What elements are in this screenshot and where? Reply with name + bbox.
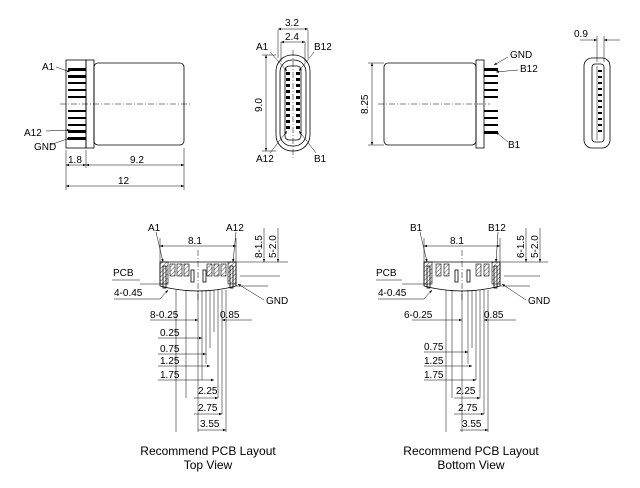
pcb-bottom-dim-2-25: 2.25	[456, 386, 476, 397]
side-bottom-gnd-label: GND	[510, 50, 532, 61]
side-top-pins	[68, 68, 86, 140]
dim-9-2: 9.2	[130, 155, 144, 166]
pcb-bottom-dim-1-25: 1.25	[424, 356, 444, 367]
pcb-top-dim-3-55: 3.55	[200, 419, 220, 430]
pcb-bottom-gnd-label: GND	[528, 296, 550, 307]
pcb-top-dim-8-0-25: 8-0.25	[150, 310, 179, 321]
pcb-top-a1-label: A1	[148, 223, 161, 234]
side-top-a1-label: A1	[42, 62, 55, 73]
side-bottom-pins	[484, 68, 498, 134]
pcb-top-gnd-label: GND	[266, 296, 288, 307]
pcb-top-dim-0-85: 0.85	[220, 310, 240, 321]
front-contacts	[286, 72, 300, 129]
dim-3-2: 3.2	[285, 18, 299, 29]
pcb-bottom-caption-line2: Bottom View	[437, 458, 504, 472]
pcb-bottom-pcb-label: PCB	[376, 268, 397, 279]
pcb-top-dim-4-0-45: 4-0.45	[114, 288, 143, 299]
pcb-top-caption-line2: Top View	[184, 458, 233, 472]
side-bottom-b12-label: B12	[520, 64, 538, 75]
pcb-top-dim-8-1-5: 8-1.5	[254, 235, 265, 258]
side-view-bottom: GND B12 B1 8.25	[360, 50, 538, 151]
pcb-top-a12-label: A12	[226, 223, 244, 234]
pcb-bottom-dim-2-75: 2.75	[458, 403, 478, 414]
end-view: 0.9	[574, 29, 620, 149]
pcb-top-dim-2-25: 2.25	[198, 386, 218, 397]
pcb-bottom-caption-line1: Recommend PCB Layout	[403, 444, 539, 458]
pcb-bottom-dim-3-55: 3.55	[462, 419, 482, 430]
pcb-top-dim-5-2-0: 5-2.0	[268, 235, 279, 258]
side-view-top: A1 A12 GND 1.8 9.2 12	[24, 59, 190, 190]
dim-0-9: 0.9	[574, 29, 588, 40]
side-bottom-b1-label: B1	[508, 140, 521, 151]
pcb-bottom-dim-5-2-0: 5-2.0	[530, 235, 541, 258]
pcb-top-view: 8.1 A1 A12 8-1.5 5-2.0 PCB 4-0.45 GND	[112, 223, 288, 472]
side-top-gnd-label: GND	[34, 142, 56, 153]
pcb-bottom-dim-1-75: 1.75	[424, 370, 444, 381]
front-b12-label: B12	[314, 42, 332, 53]
side-top-a12-label: A12	[24, 128, 42, 139]
pcb-bottom-view: 8.1 B1 B12 6-1.5 5-2.0 PCB 4-0.45 GND 6-…	[376, 223, 550, 472]
front-b1-label: B1	[314, 154, 327, 165]
dim-2-4: 2.4	[285, 32, 299, 43]
end-contacts	[598, 70, 602, 132]
pcb-bottom-dim-8-1: 8.1	[450, 236, 464, 247]
pcb-bottom-b1-label: B1	[410, 223, 423, 234]
pcb-top-dim-1-75: 1.75	[160, 370, 180, 381]
front-view: 3.2 2.4 9.0 A1 B12 A12 B1	[254, 18, 332, 165]
dim-8-25: 8.25	[360, 94, 371, 114]
front-a1-label: A1	[256, 42, 269, 53]
dim-1-8: 1.8	[68, 155, 82, 166]
pcb-bottom-dim-0-75: 0.75	[424, 342, 444, 353]
pcb-top-pcb-label: PCB	[113, 268, 134, 279]
pcb-bottom-dim-4-0-45: 4-0.45	[378, 288, 407, 299]
pcb-top-dim-0-25: 0.25	[160, 328, 180, 339]
pcb-top-dim-1-25: 1.25	[160, 356, 180, 367]
dim-12: 12	[118, 176, 130, 187]
pcb-bottom-dim-0-85: 0.85	[484, 310, 504, 321]
pcb-bottom-dim-6-0-25: 6-0.25	[404, 310, 433, 321]
pcb-top-dim-2-75: 2.75	[198, 403, 218, 414]
pcb-top-dim-0-75: 0.75	[160, 344, 180, 355]
pcb-top-caption-line1: Recommend PCB Layout	[140, 444, 276, 458]
pcb-bottom-b12-label: B12	[488, 223, 506, 234]
pcb-top-dim-8-1: 8.1	[188, 236, 202, 247]
dim-9-0: 9.0	[254, 98, 265, 112]
front-a12-label: A12	[256, 154, 274, 165]
pcb-bottom-dim-6-1-5: 6-1.5	[516, 235, 527, 258]
